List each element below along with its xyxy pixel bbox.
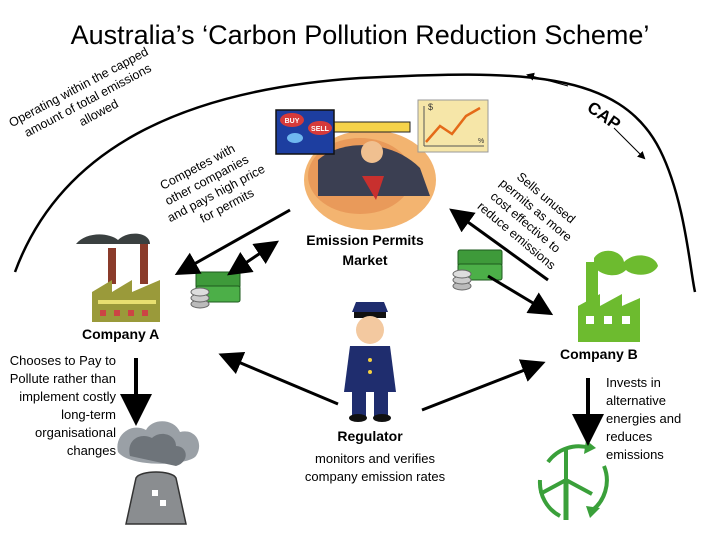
regulator-label: Regulator — [337, 428, 403, 444]
company-a-buy-note: Competes with other companies and pays h… — [150, 132, 278, 239]
cap-arrow-left — [526, 72, 569, 87]
trading-floor-image — [304, 121, 436, 230]
cap-curve — [13, 73, 697, 293]
money-stack-right-icon — [452, 249, 503, 291]
chart-dollar-text: $ — [428, 102, 433, 112]
company-a-outcome: Chooses to Pay to Pollute rather than im… — [9, 353, 116, 458]
arrow-market-to-company-a — [174, 208, 291, 275]
arrow-money-to-company-b — [487, 274, 554, 316]
company-b-label: Company B — [560, 346, 638, 362]
sign-sell-text: SELL — [311, 126, 330, 133]
polluting-plant-icon — [117, 421, 200, 525]
buy-sell-sign-icon: BUY SELL — [275, 109, 335, 155]
arrow-regulator-to-company-b — [421, 359, 546, 412]
regulator-note: monitors and verifies company emission r… — [304, 451, 446, 484]
sign-buy-text: BUY — [285, 118, 300, 125]
page-title: Australia’s ‘Carbon Pollution Reduction … — [70, 20, 650, 50]
factory-a-icon — [76, 233, 160, 322]
arrow-company-b-to-market — [449, 208, 549, 282]
company-a-label: Company A — [82, 326, 160, 342]
rising-chart-icon: $ % — [417, 99, 489, 153]
arrow-money-to-market — [227, 240, 279, 276]
factory-b-icon — [578, 250, 658, 342]
chart-percent-text: % — [478, 138, 484, 145]
cap-note: Operating within the capped amount of to… — [7, 43, 169, 158]
cap-arrow-right — [613, 127, 646, 160]
company-b-outcome: Invests in alternative energies and redu… — [606, 375, 682, 462]
arrow-regulator-to-company-a — [218, 351, 339, 406]
market-label: Emission Permits Market — [306, 232, 424, 268]
regulator-police-icon — [344, 302, 396, 422]
money-stack-left-icon — [190, 271, 241, 309]
